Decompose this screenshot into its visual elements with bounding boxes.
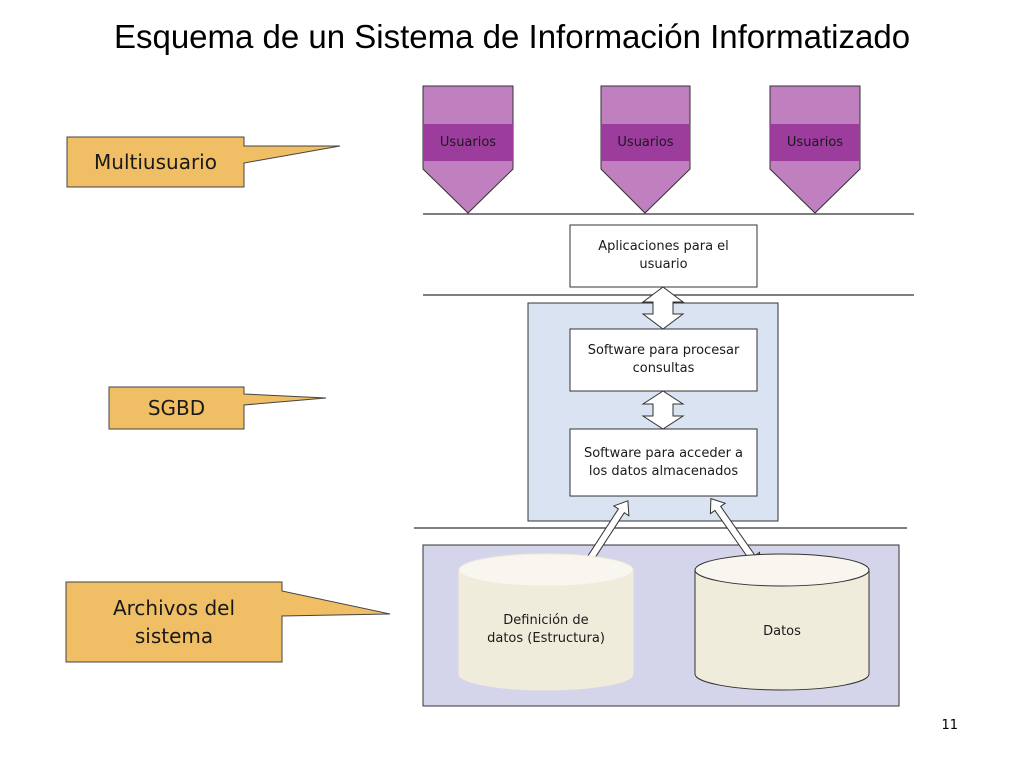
page-number: 11 (941, 718, 958, 733)
cylinder-datos (694, 553, 870, 691)
users-group-2 (600, 85, 691, 214)
callout-archivos-label: Archivos del sistema (112, 596, 236, 648)
slide-title: Esquema de un Sistema de Información Inf… (113, 18, 911, 55)
acceder-label: Software para acceder a los datos almace… (583, 445, 744, 479)
users-label-1: Usuarios (439, 134, 497, 150)
callout-multiusuario-shape (66, 136, 341, 188)
cylinder-definicion-label: Definición de datos (Estructura) (487, 613, 605, 646)
users-group-3 (769, 85, 861, 214)
aplicaciones-box (569, 224, 758, 288)
procesar-label: Software para procesar consultas (587, 343, 740, 376)
callout-multiusuario-label: Multiusuario (94, 150, 217, 174)
users-label-3: Usuarios (786, 134, 844, 150)
callout-sgbd-label: SGBD (147, 396, 206, 420)
double-arrow-1 (641, 286, 685, 330)
callout-archivos-shape (65, 581, 391, 663)
callout-sgbd-shape (108, 386, 327, 430)
aplicaciones-label: Aplicaciones para el usuario (598, 239, 729, 272)
acceder-box (569, 428, 758, 497)
cylinder-datos-label: Datos (763, 624, 801, 640)
users-group-1 (422, 85, 514, 214)
double-arrow-2 (641, 390, 685, 430)
users-label-2: Usuarios (617, 134, 674, 150)
cylinder-definicion (458, 553, 634, 691)
